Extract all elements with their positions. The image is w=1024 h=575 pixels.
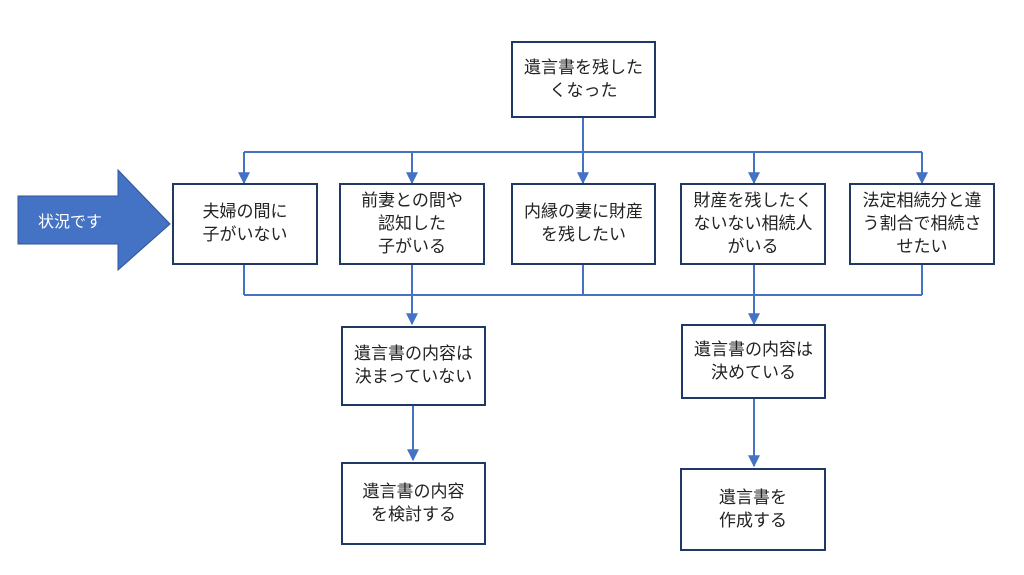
node-review-content: 遺言書の内容 を検討する xyxy=(341,462,486,545)
node-different-ratio: 法定相続分と違 う割合で相続さ せたい xyxy=(849,183,995,265)
node-no-children: 夫婦の間に 子がいない xyxy=(172,183,318,265)
node-previous-wife-children: 前妻との間や 認知した 子がいる xyxy=(339,183,485,265)
node-content-undecided: 遺言書の内容は 決まっていない xyxy=(341,326,486,406)
node-want-will: 遺言書を残した くなった xyxy=(511,41,656,118)
status-arrow-label: 状況です xyxy=(37,212,102,231)
node-create-will: 遺言書を 作成する xyxy=(680,468,826,551)
node-content-decided: 遺言書の内容は 決めている xyxy=(681,324,826,399)
node-common-law-wife: 内縁の妻に財産 を残したい xyxy=(511,183,656,265)
status-arrow xyxy=(17,168,171,272)
node-exclude-heir: 財産を残したく ないない相続人 がいる xyxy=(680,183,826,265)
